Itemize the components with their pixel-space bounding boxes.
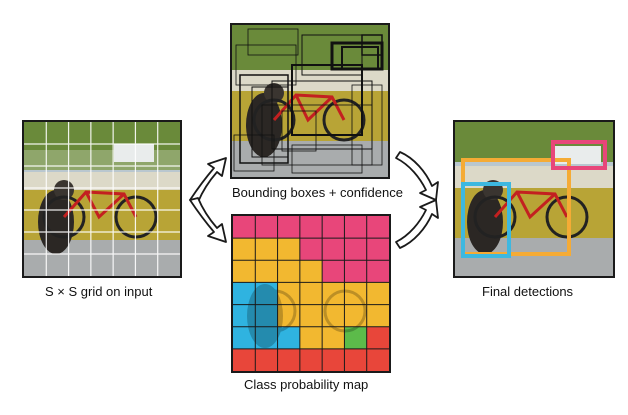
class-grid-lines bbox=[233, 216, 389, 371]
class-cell-blue bbox=[255, 282, 279, 306]
class-cell-blue bbox=[277, 326, 301, 350]
class-cell-yellow bbox=[299, 260, 323, 283]
class-cell-red bbox=[255, 348, 279, 371]
class-cell-blue bbox=[233, 304, 256, 328]
final-detections-caption: Final detections bbox=[482, 284, 574, 299]
class-cell-yellow bbox=[255, 260, 279, 283]
class-cell-pink bbox=[366, 216, 389, 239]
bounding-boxes-image bbox=[232, 25, 388, 177]
class-cell-red bbox=[366, 348, 389, 371]
class-cell-yellow bbox=[366, 304, 389, 328]
class-cell-blue bbox=[233, 326, 256, 350]
class-cell-red bbox=[366, 326, 389, 350]
class-cell-yellow bbox=[277, 260, 301, 283]
class-cell-red bbox=[233, 348, 256, 371]
class-cell-yellow bbox=[322, 282, 345, 306]
arrow-from-boxes-icon bbox=[395, 151, 439, 201]
class-cell-yellow bbox=[322, 326, 345, 350]
class-cell-blue bbox=[255, 304, 279, 328]
class-cell-blue bbox=[233, 282, 256, 306]
final-detections-panel bbox=[453, 120, 615, 278]
class-cell-pink bbox=[344, 260, 368, 283]
arrow-to-boxes-icon bbox=[189, 157, 227, 203]
class-probability-map bbox=[233, 216, 389, 371]
class-cell-red bbox=[344, 348, 368, 371]
grid-input-caption: S × S grid on input bbox=[45, 284, 153, 299]
class-cell-yellow bbox=[299, 326, 323, 350]
bounding-boxes-caption: Bounding boxes + confidence bbox=[232, 185, 403, 200]
arrow-from-classmap-icon bbox=[395, 199, 439, 249]
class-cell-red bbox=[277, 348, 301, 371]
class-cell-red bbox=[299, 348, 323, 371]
class-cell-pink bbox=[322, 216, 345, 239]
class-cell-red bbox=[322, 348, 345, 371]
class-cell-yellow bbox=[233, 260, 256, 283]
grid-lines bbox=[24, 122, 180, 276]
class-cell-yellow bbox=[255, 238, 279, 261]
class-cell-yellow bbox=[366, 282, 389, 306]
class-cell-yellow bbox=[277, 238, 301, 261]
car-detection-box bbox=[551, 140, 607, 170]
class-cell-pink bbox=[322, 238, 345, 261]
class-cell-pink bbox=[255, 216, 279, 239]
class-cell-pink bbox=[366, 238, 389, 261]
class-cell-pink bbox=[277, 216, 301, 239]
grid-input-panel bbox=[22, 120, 182, 278]
class-cell-green bbox=[344, 326, 368, 350]
class-cell-yellow bbox=[322, 304, 345, 328]
class-cell-yellow bbox=[344, 304, 368, 328]
class-cell-pink bbox=[322, 260, 345, 283]
class-probability-panel bbox=[231, 214, 391, 373]
dog-detection-box bbox=[461, 182, 511, 258]
class-cell-yellow bbox=[277, 304, 301, 328]
class-cell-yellow bbox=[277, 282, 301, 306]
arrow-to-classmap-icon bbox=[189, 197, 227, 243]
class-cell-yellow bbox=[344, 282, 368, 306]
class-cell-yellow bbox=[299, 282, 323, 306]
class-cell-pink bbox=[233, 216, 256, 239]
class-cell-pink bbox=[299, 238, 323, 261]
class-cell-blue bbox=[255, 326, 279, 350]
grid-input-image bbox=[24, 122, 180, 276]
class-cell-pink bbox=[366, 260, 389, 283]
candidate-boxes bbox=[233, 28, 384, 174]
class-cell-pink bbox=[344, 238, 368, 261]
class-probability-caption: Class probability map bbox=[244, 377, 369, 392]
class-cell-yellow bbox=[299, 304, 323, 328]
bounding-boxes-panel bbox=[230, 23, 390, 179]
class-cell-pink bbox=[344, 216, 368, 239]
class-cell-pink bbox=[299, 216, 323, 239]
final-detections-image bbox=[455, 122, 613, 276]
class-cell-yellow bbox=[233, 238, 256, 261]
